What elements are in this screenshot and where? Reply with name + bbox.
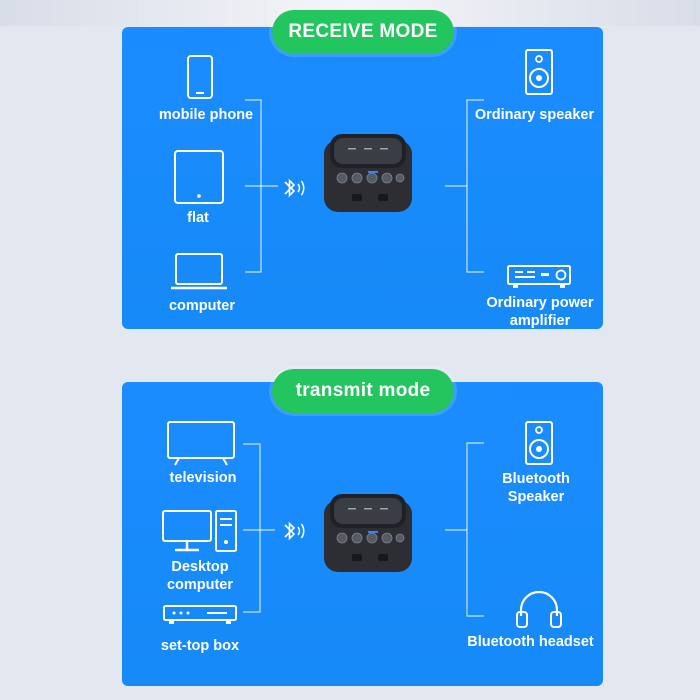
tablet-icon (173, 149, 225, 205)
headset-icon (514, 586, 564, 630)
receive-mode-title: RECEIVE MODE (272, 10, 454, 54)
bluetooth-adapter-device (320, 490, 416, 579)
bluetooth-adapter-device (320, 130, 416, 219)
speaker-icon (524, 420, 554, 466)
source-label: computer (168, 298, 236, 314)
desktop-computer-icon (160, 508, 240, 554)
source-label: Desktop computer (166, 559, 234, 593)
source-label: television (169, 470, 237, 486)
speaker-icon (524, 48, 554, 96)
bluetooth-icon (280, 519, 310, 543)
output-label: Ordinary power amplifier (486, 295, 594, 329)
source-label: set-top box (160, 638, 240, 654)
set-top-box-icon (161, 603, 239, 627)
source-label: mobile phone (158, 107, 254, 123)
output-label: Bluetooth Speaker (502, 471, 570, 505)
transmit-mode-title: transmit mode (272, 369, 454, 413)
mobile-phone-icon (186, 54, 214, 100)
bluetooth-icon (280, 176, 310, 200)
amplifier-icon (505, 263, 573, 291)
laptop-icon (170, 252, 228, 292)
output-label: Bluetooth headset (467, 634, 594, 650)
television-icon (165, 420, 237, 466)
output-label: Ordinary speaker (474, 107, 595, 123)
source-label: flat (187, 210, 209, 226)
